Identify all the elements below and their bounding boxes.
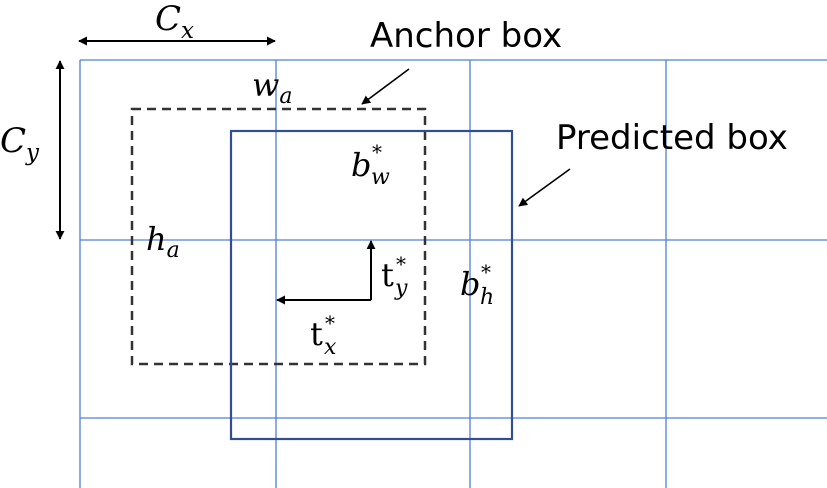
cy-base: C — [0, 121, 26, 161]
anchor-box-label: Anchor box — [370, 16, 562, 56]
predicted-box-label: Predicted box — [556, 118, 788, 158]
predicted-box — [229, 129, 514, 441]
bw-base: b — [351, 146, 371, 184]
ty-sub: y — [394, 276, 408, 301]
wa-sub: a — [279, 84, 292, 109]
bh-sup: * — [481, 260, 491, 284]
anchor-box — [130, 107, 427, 366]
ty-base: t — [381, 256, 394, 294]
ha-base: h — [146, 220, 167, 258]
bh-sub: h — [480, 285, 494, 310]
bw-sup: * — [372, 140, 382, 164]
ha-symbol: ha — [146, 220, 180, 263]
ty-symbol: t * y — [381, 252, 408, 301]
ha-sub: a — [167, 238, 180, 263]
bh-base: b — [460, 265, 480, 303]
cy-symbol: Cy — [0, 121, 40, 166]
cy-sub: y — [25, 140, 40, 166]
anchor-box-pointer — [361, 68, 410, 105]
tx-sup: * — [325, 311, 335, 335]
cx-symbol: Cx — [155, 0, 194, 44]
bh-symbol: b * h — [460, 260, 494, 310]
predicted-box-pointer — [518, 168, 571, 207]
wa-symbol: wa — [252, 66, 293, 109]
tx-symbol: t * x — [310, 311, 337, 360]
cx-base: C — [155, 0, 181, 39]
ty-sup: * — [396, 252, 406, 276]
wa-base: w — [252, 66, 279, 104]
bw-symbol: b * w — [351, 140, 390, 190]
arrows — [55, 36, 571, 305]
tx-sub: x — [324, 335, 337, 360]
cx-sub: x — [181, 18, 194, 44]
bw-sub: w — [371, 165, 390, 190]
tx-base: t — [310, 315, 323, 353]
